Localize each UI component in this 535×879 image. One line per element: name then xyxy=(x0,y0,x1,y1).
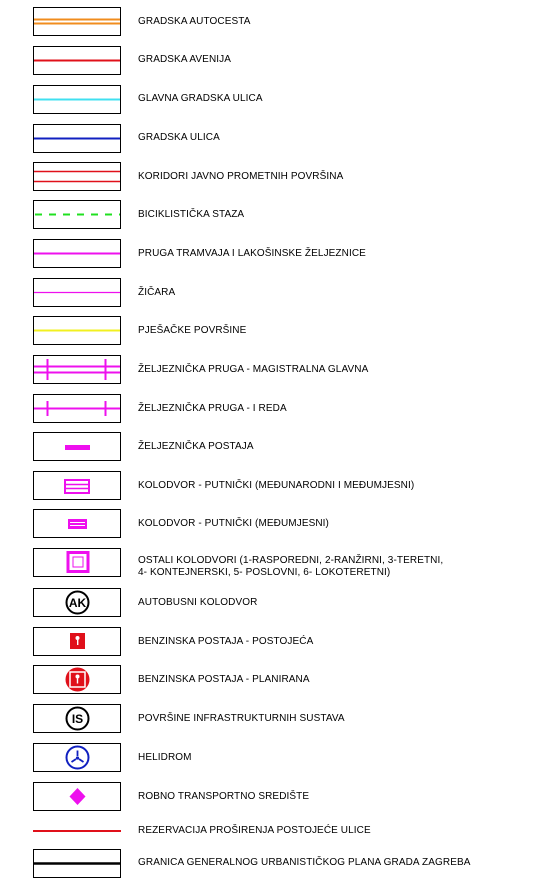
blue-line-symbol xyxy=(33,124,121,153)
bus-station-symbol-text: AK xyxy=(69,596,87,610)
magenta-line-symbol xyxy=(33,239,121,268)
infrastructure-symbol-text: IS xyxy=(72,712,83,726)
magenta-thin-line-symbol xyxy=(33,278,121,307)
legend-label: HELIDROM xyxy=(138,752,192,763)
legend-label: OSTALI KOLODVORI (1-RASPOREDNI, 2-RANŽIR… xyxy=(138,555,444,578)
other-stations-icon xyxy=(33,548,121,577)
legend-label: ŽELJEZNIČKA POSTAJA xyxy=(138,441,254,452)
legend-label: ŽIČARA xyxy=(138,287,176,298)
legend-label: GRANICA GENERALNOG URBANISTIČKOG PLANA G… xyxy=(138,857,471,868)
red-line-no-frame-symbol xyxy=(33,821,121,841)
legend-label: KOLODVOR - PUTNIČKI (MEĐUNARODNI I MEĐUM… xyxy=(138,480,415,491)
station-bar-icon xyxy=(33,432,121,461)
legend-label: ŽELJEZNIČKA PRUGA - I REDA xyxy=(138,403,287,414)
yellow-line-symbol xyxy=(33,316,121,345)
cyan-line-symbol xyxy=(33,85,121,114)
passenger-station-small-icon xyxy=(33,509,121,538)
legend-label: KOLODVOR - PUTNIČKI (MEĐUMJESNI) xyxy=(138,518,329,529)
legend-label: PJEŠAČKE POVRŠINE xyxy=(138,325,247,336)
infrastructure-icon: IS xyxy=(33,704,121,733)
legend-label: AUTOBUSNI KOLODVOR xyxy=(138,597,258,608)
passenger-station-large-icon xyxy=(33,471,121,500)
magenta-double-rail-symbol xyxy=(33,355,121,384)
legend-label: POVRŠINE INFRASTRUKTURNIH SUSTAVA xyxy=(138,713,345,724)
legend-label: ŽELJEZNIČKA PRUGA - MAGISTRALNA GLAVNA xyxy=(138,364,369,375)
red-double-line-symbol xyxy=(33,162,121,191)
helipad-icon xyxy=(33,743,121,772)
legend-label: KORIDORI JAVNO PROMETNIH POVRŠINA xyxy=(138,171,344,182)
legend-label: BENZINSKA POSTAJA - PLANIRANA xyxy=(138,674,310,685)
legend-label: BENZINSKA POSTAJA - POSTOJEĆA xyxy=(138,636,314,647)
orange-double-line-symbol xyxy=(33,7,121,36)
legend-label: GRADSKA ULICA xyxy=(138,132,220,143)
legend-label: PRUGA TRAMVAJA I LAKOŠINSKE ŽELJEZNICE xyxy=(138,248,366,259)
green-dashed-line-symbol xyxy=(33,200,121,229)
fuel-station-planned-icon xyxy=(33,665,121,694)
bus-station-icon: AK xyxy=(33,588,121,617)
legend-label: GLAVNA GRADSKA ULICA xyxy=(138,93,263,104)
magenta-rail-symbol xyxy=(33,394,121,423)
legend-label: ROBNO TRANSPORTNO SREDIŠTE xyxy=(138,791,310,802)
legend-label: BICIKLISTIČKA STAZA xyxy=(138,209,245,220)
black-boundary-line-symbol xyxy=(33,849,121,878)
legend-label: GRADSKA AUTOCESTA xyxy=(138,16,251,27)
legend-label: GRADSKA AVENIJA xyxy=(138,54,232,65)
legend-label: REZERVACIJA PROŠIRENJA POSTOJEĆE ULICE xyxy=(138,825,371,836)
fuel-station-existing-icon xyxy=(33,627,121,656)
red-line-symbol xyxy=(33,46,121,75)
freight-center-diamond-icon xyxy=(33,782,121,811)
